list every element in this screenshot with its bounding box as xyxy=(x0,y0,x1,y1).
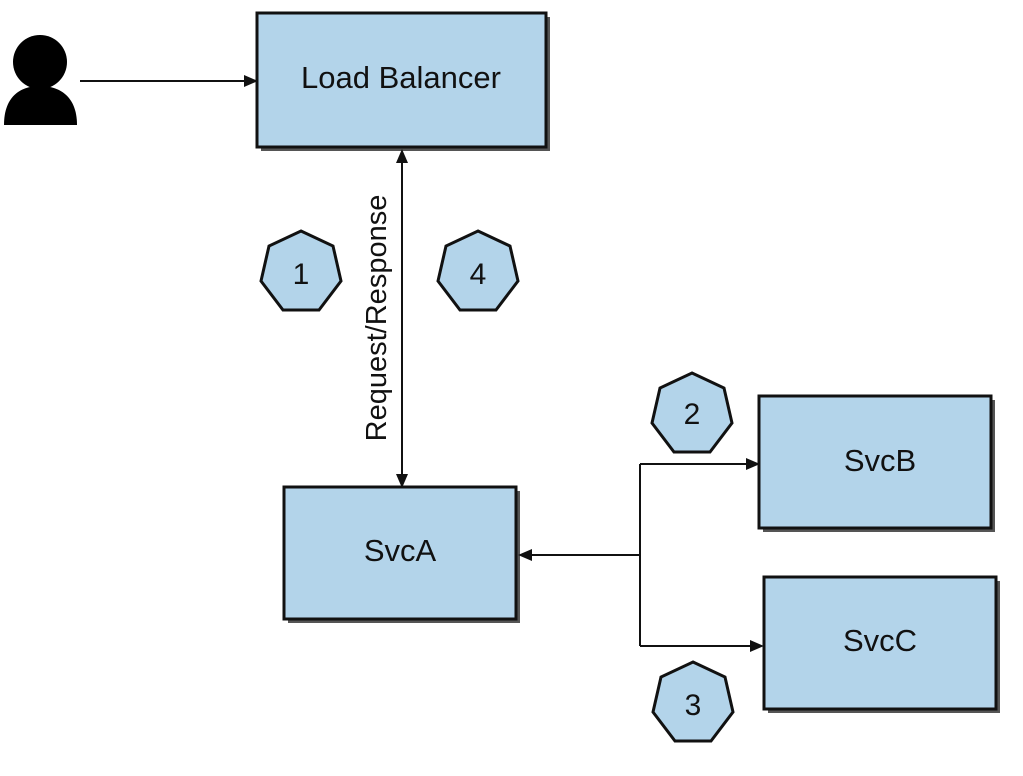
svc-c-node: SvcC xyxy=(762,575,1000,713)
step-2-label: 2 xyxy=(684,398,701,431)
step-3-badge: 3 xyxy=(651,660,735,743)
svc-a-to-svc-b-c-connector xyxy=(518,458,764,652)
step-4-badge: 4 xyxy=(436,229,520,312)
svc-b-node: SvcB xyxy=(757,394,995,532)
step-2-badge: 2 xyxy=(650,371,734,454)
request-response-arrow xyxy=(396,149,408,488)
step-1-label: 1 xyxy=(293,258,310,291)
svc-b-label: SvcB xyxy=(844,443,916,478)
load-balancer-node: Load Balancer xyxy=(255,11,550,151)
step-4-label: 4 xyxy=(470,258,487,291)
user-to-load-balancer-arrow xyxy=(80,75,258,87)
svc-c-label: SvcC xyxy=(843,623,917,658)
load-balancer-label: Load Balancer xyxy=(301,60,501,95)
step-3-label: 3 xyxy=(685,689,702,722)
svc-a-node: SvcA xyxy=(282,485,520,623)
user-icon xyxy=(4,35,77,125)
step-1-badge: 1 xyxy=(259,229,343,312)
request-response-label: Request/Response xyxy=(361,195,393,442)
svc-a-label: SvcA xyxy=(364,533,437,568)
